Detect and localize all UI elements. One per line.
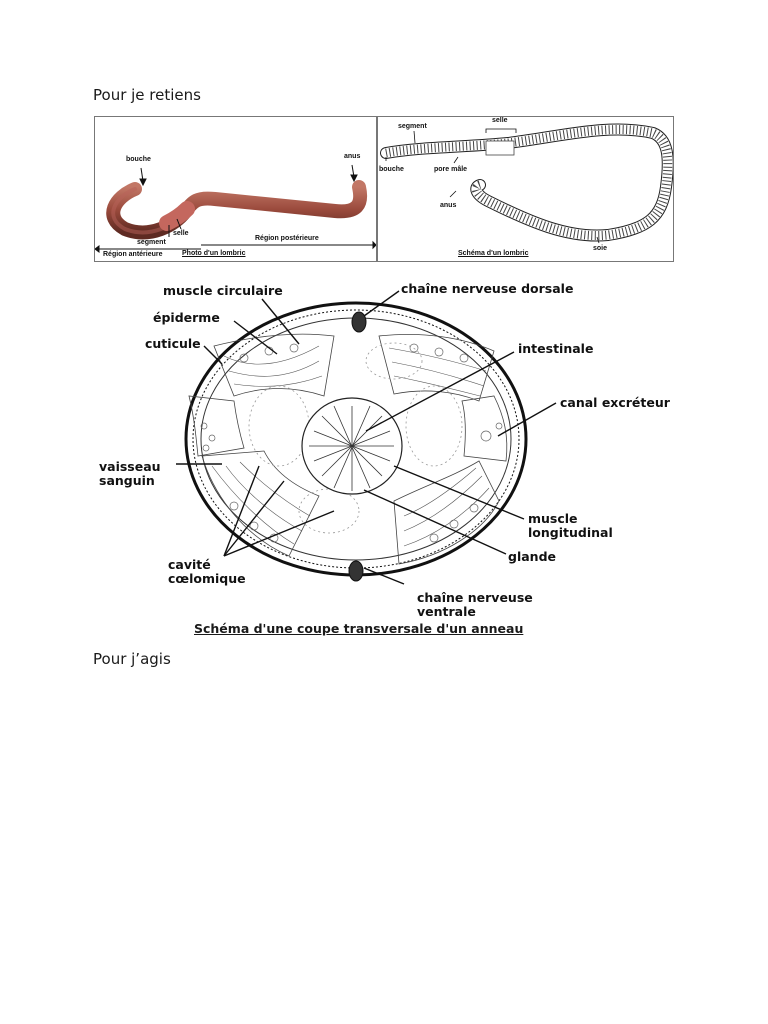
label-segment: segment (137, 239, 166, 246)
label-cavite-coelomique: cavité cœlomique (168, 558, 246, 586)
earthworm-photo-panel: bouche anus selle segment Région postéri… (94, 116, 377, 262)
label-vaisseau-line1: vaisseau (99, 459, 161, 474)
label-chaine-ventrale-line2: ventrale (417, 604, 476, 619)
label-region-posterieure: Région postérieure (255, 235, 319, 242)
label-muscle-circulaire: muscle circulaire (163, 283, 283, 298)
cross-section-diagram: muscle circulaire chaîne nerveuse dorsal… (94, 276, 694, 641)
label-selle: selle (173, 230, 189, 237)
schema-label-pore-male: pore mâle (434, 166, 468, 173)
label-vaisseau-line2: sanguin (99, 473, 155, 488)
schema-label-bouche: bouche (379, 166, 404, 173)
heading-pour-j-agis: Pour j’agis (93, 650, 171, 668)
label-muscle-longitudinal: muscle longitudinal (528, 512, 613, 540)
schema-caption: Schéma d'un lombric (458, 250, 529, 257)
label-intestinale: intestinale (518, 341, 594, 356)
label-muscle-long-line1: muscle (528, 511, 578, 526)
label-chaine-ventrale-line1: chaîne nerveuse (417, 590, 533, 605)
photo-caption: Photo d'un lombric (182, 250, 246, 257)
schema-label-anus: anus (440, 202, 457, 209)
label-epiderme: épiderme (153, 310, 220, 325)
cross-section-drawing (176, 290, 557, 585)
heading-pour-je-retiens: Pour je retiens (93, 86, 201, 104)
label-region-anterieure: Région antérieure (103, 251, 163, 258)
label-glande: glande (508, 549, 556, 564)
label-canal-excreteur: canal excréteur (560, 395, 670, 410)
label-cuticule: cuticule (145, 336, 201, 351)
label-cavite-line1: cavité (168, 557, 211, 572)
label-cavite-line2: cœlomique (168, 571, 246, 586)
schema-label-soie: soie (593, 245, 608, 252)
schema-label-segment: segment (398, 123, 427, 130)
earthworm-schema (380, 123, 673, 244)
label-chaine-nerveuse-ventrale: chaîne nerveuse ventrale (417, 591, 533, 619)
cross-section-caption: Schéma d'une coupe transversale d'un ann… (194, 621, 524, 636)
label-anus: anus (344, 153, 361, 160)
label-muscle-long-line2: longitudinal (528, 525, 613, 540)
label-vaisseau-sanguin: vaisseau sanguin (99, 460, 161, 488)
schema-label-selle: selle (492, 117, 508, 124)
earthworm-schema-panel: segment selle bouche pore mâle anus soie… (377, 116, 674, 262)
label-bouche: bouche (126, 156, 151, 163)
label-chaine-nerveuse-dorsale: chaîne nerveuse dorsale (401, 281, 574, 296)
earthworm-photo (95, 164, 376, 253)
